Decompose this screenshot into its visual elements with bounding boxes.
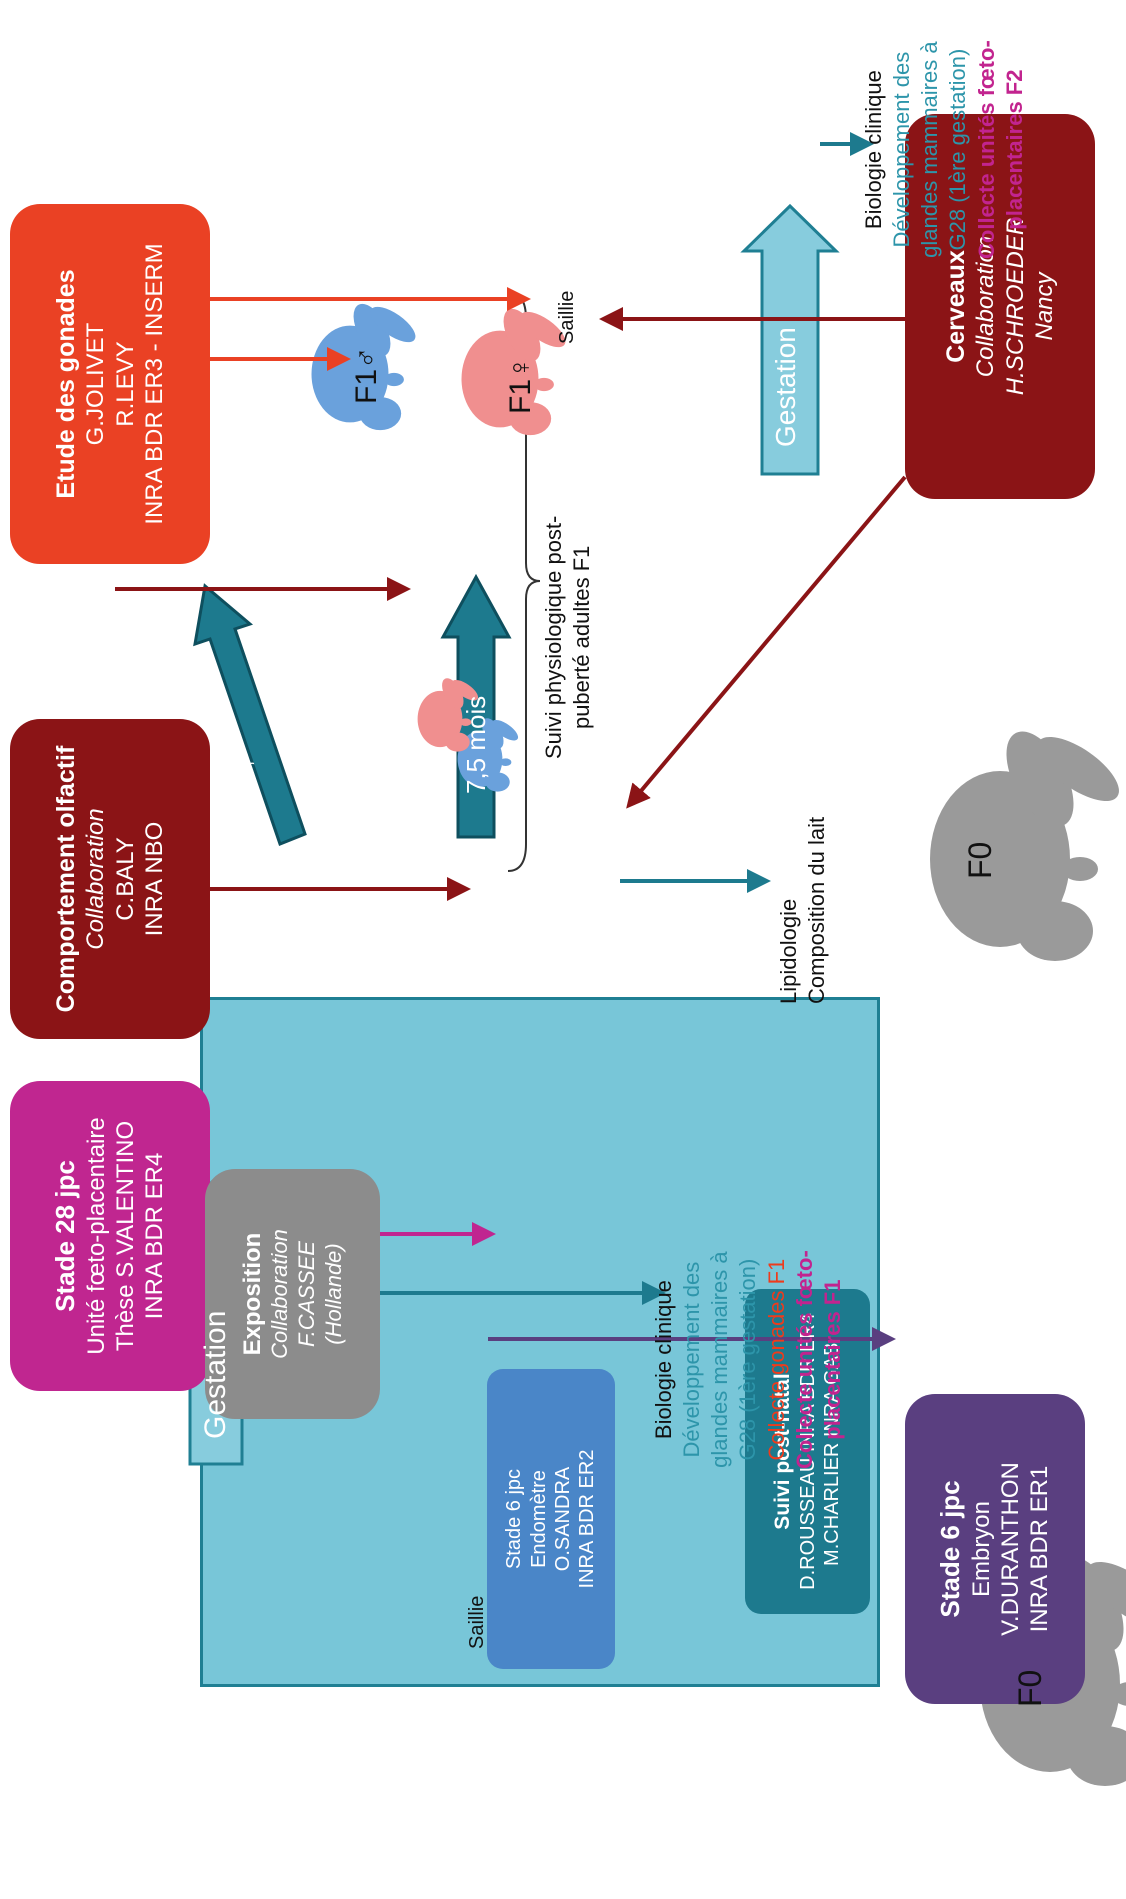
top-notes: Biologie clinique Développement des glan… bbox=[860, 40, 1029, 259]
saillie-label-1: Saillie bbox=[466, 1595, 488, 1649]
gonades-title: Etude des gonades bbox=[51, 269, 80, 499]
lipidologie-block: Lipidologie Composition du lait bbox=[775, 817, 830, 1004]
stade6-purple-line2: V.DURANTHON bbox=[997, 1462, 1025, 1636]
gonades-line3: INRA BDR ER3 - INSERM bbox=[140, 243, 168, 525]
bottom-dev1: Développement des bbox=[679, 1261, 705, 1458]
physio-label: Suivi physiologique post- puberté adulte… bbox=[540, 516, 595, 759]
f1-male-label: F1♂ bbox=[350, 346, 383, 404]
stade28-line2: Thèse S.VALENTINO bbox=[112, 1120, 140, 1352]
stade28-line1: Unité fœto-placentaire bbox=[82, 1117, 110, 1355]
f0-middle-label: F0 bbox=[962, 841, 998, 879]
top-dev1: Développement des bbox=[889, 51, 915, 248]
comportement-title: Comportement olfactif bbox=[51, 745, 80, 1013]
comportement-line2: C.BALY bbox=[111, 837, 139, 921]
gonades-line2: R.LEVY bbox=[111, 341, 139, 427]
stade6-purple-box: Stade 6 jpc Embryon V.DURANTHON INRA BDR… bbox=[905, 1394, 1085, 1704]
top-g28: G28 (1ère gestation) bbox=[945, 48, 971, 251]
bottom-unites2: placentaires F1 bbox=[819, 1279, 845, 1440]
stade6-blue-line2: Endomètre bbox=[527, 1470, 550, 1568]
mois-label-2: 7,5 mois bbox=[461, 695, 491, 794]
stade6-purple-line3: INRA BDR ER1 bbox=[1026, 1465, 1054, 1633]
stade28-box: Stade 28 jpc Unité fœto-placentaire Thès… bbox=[10, 1081, 210, 1391]
arrow-cerveaux-f0 bbox=[626, 475, 907, 809]
exposition-title: Exposition bbox=[238, 1232, 266, 1356]
physio-line2: puberté adultes F1 bbox=[568, 545, 594, 730]
composition-text: Composition du lait bbox=[803, 816, 829, 1004]
top-bio: Biologie clinique bbox=[861, 70, 886, 230]
exposition-line1: Collaboration bbox=[266, 1229, 292, 1359]
cerveaux-title: Cerveaux bbox=[941, 250, 970, 363]
stade6-blue-box: Stade 6 jpc Endomètre O.SANDRA INRA BDR … bbox=[487, 1369, 615, 1669]
saillie-label-2: Saillie bbox=[556, 290, 578, 344]
bottom-notes: Biologie clinique Développement des glan… bbox=[650, 1250, 847, 1469]
stade6-blue-line4: INRA BDR ER2 bbox=[576, 1449, 599, 1589]
bottom-dev2: glandes mammaires à bbox=[707, 1251, 733, 1468]
cerveaux-line3: Nancy bbox=[1030, 272, 1058, 341]
stade6-blue-line3: O.SANDRA bbox=[552, 1466, 574, 1572]
gonades-box: Etude des gonades G.JOLIVET R.LEVY INRA … bbox=[10, 204, 210, 564]
bottom-bio: Biologie clinique bbox=[651, 1280, 676, 1440]
bottom-gonades: Collecte gonades F1 bbox=[763, 1258, 789, 1461]
top-unites2: placentaires F2 bbox=[1001, 69, 1027, 230]
f1-female-label: F1♀ bbox=[504, 356, 537, 414]
comportement-box: Comportement olfactif Collaboration C.BA… bbox=[10, 719, 210, 1039]
stade6-blue-line1: Stade 6 jpc bbox=[503, 1468, 526, 1570]
bottom-g28: G28 (1ère gestation) bbox=[735, 1258, 761, 1461]
physio-line1: Suivi physiologique post- bbox=[541, 515, 566, 759]
exposition-line3: (Hollande) bbox=[320, 1243, 346, 1345]
gonades-line1: G.JOLIVET bbox=[82, 322, 110, 446]
exposition-line2: F.CASSEE bbox=[293, 1241, 319, 1347]
comportement-line1: Collaboration bbox=[82, 808, 110, 950]
top-dev2: glandes mammaires à bbox=[917, 41, 943, 258]
months-arrow-upper bbox=[193, 583, 307, 846]
top-unites1: Collecte unités fœto- bbox=[973, 40, 999, 259]
stade28-line3: INRA BDR ER4 bbox=[141, 1152, 169, 1320]
f0-left-label: F0 bbox=[1012, 1669, 1048, 1707]
gestation-label-2: Gestation bbox=[770, 327, 801, 447]
gestation-arrow-2 bbox=[740, 203, 840, 476]
bottom-unites1: Collecte unités fœto- bbox=[791, 1250, 817, 1469]
gestation-label-1: Gestation bbox=[199, 1310, 232, 1439]
stade28-title: Stade 28 jpc bbox=[50, 1160, 81, 1312]
comportement-line3: INRA NBO bbox=[140, 821, 168, 937]
stade6-purple-line1: Embryon bbox=[967, 1500, 995, 1598]
lipidologie-text: Lipidologie bbox=[776, 898, 801, 1004]
stade6-purple-title: Stade 6 jpc bbox=[935, 1480, 966, 1618]
